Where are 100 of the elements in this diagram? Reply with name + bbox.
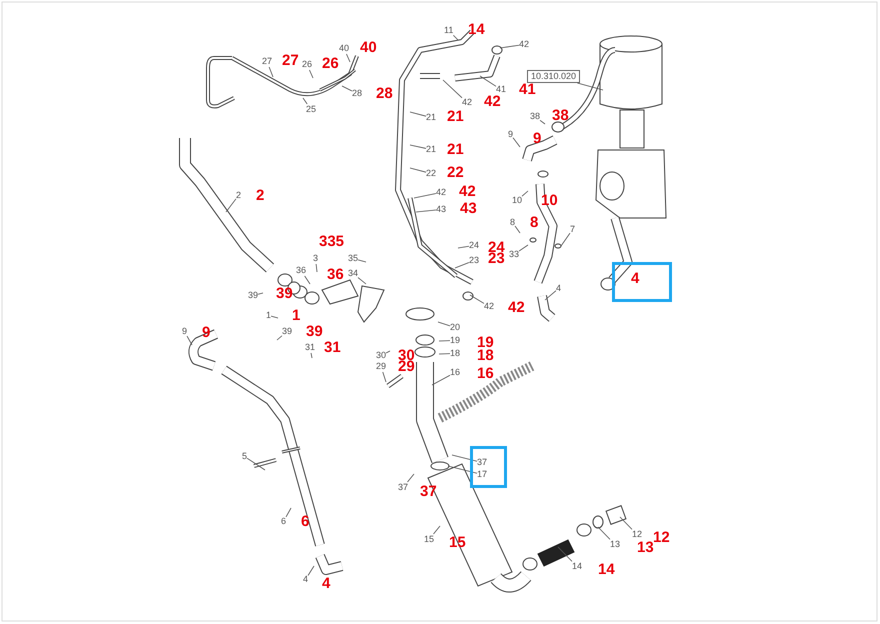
highlight-frame bbox=[612, 262, 672, 302]
callout-number: 16 bbox=[450, 367, 460, 378]
callout-number: 39 bbox=[306, 324, 323, 340]
callout-number: 8 bbox=[510, 217, 516, 228]
callout-number: 6 bbox=[281, 516, 286, 527]
leader-line bbox=[558, 546, 572, 562]
leader-line bbox=[186, 336, 192, 346]
leader-line bbox=[512, 137, 520, 148]
leader-line bbox=[386, 350, 390, 354]
leader-line bbox=[560, 232, 570, 246]
callout-number: 4 bbox=[631, 273, 640, 284]
callout-number: 38 bbox=[552, 108, 569, 124]
leader-line bbox=[302, 98, 308, 104]
callout-number: 3 bbox=[313, 253, 318, 264]
callout-number: 26 bbox=[322, 56, 339, 72]
callout-number: 43 bbox=[460, 201, 477, 217]
callout-number: 21 bbox=[426, 112, 436, 123]
callout-number: 18 bbox=[450, 348, 460, 359]
callout-number: 28 bbox=[376, 86, 393, 102]
leader-line bbox=[286, 508, 292, 518]
callout-number: 19 bbox=[450, 335, 460, 346]
callout-number: 5 bbox=[242, 451, 248, 462]
callout-number: 37 bbox=[398, 482, 408, 493]
leader-line bbox=[258, 292, 264, 295]
leader-line bbox=[358, 259, 366, 262]
callout-number: 9 bbox=[182, 326, 188, 337]
leader-line bbox=[620, 516, 632, 530]
callout-number: 42 bbox=[436, 187, 446, 198]
callout-number: 9 bbox=[508, 129, 514, 140]
leader-line bbox=[438, 340, 450, 342]
callout-number: 39 bbox=[282, 326, 292, 337]
callout-number: 27 bbox=[282, 53, 299, 69]
callout-number: 36 bbox=[327, 267, 344, 283]
callout-number: 29 bbox=[376, 361, 386, 372]
callout-number: 41 bbox=[519, 82, 536, 98]
callout-number: 42 bbox=[462, 97, 472, 108]
callout-number: 38 bbox=[530, 111, 540, 122]
leader-line bbox=[442, 80, 462, 98]
callout-number: 33 bbox=[509, 249, 520, 260]
callout-number: 17 bbox=[477, 469, 488, 480]
callout-number: 13 bbox=[610, 539, 620, 550]
callout-number: 39 bbox=[248, 290, 258, 301]
leader-line bbox=[598, 526, 610, 540]
leader-line bbox=[407, 474, 414, 482]
highlight-frame bbox=[470, 446, 507, 488]
callout-number: 26 bbox=[302, 59, 312, 70]
callout-number: 41 bbox=[496, 84, 506, 95]
callout-number: 27 bbox=[262, 56, 272, 67]
leader-line bbox=[308, 566, 314, 576]
callout-number: 1 bbox=[292, 308, 300, 324]
callout-number: 36 bbox=[296, 265, 306, 276]
callout-number: 335 bbox=[319, 234, 344, 250]
callout-number: 22 bbox=[447, 165, 464, 181]
leader-line bbox=[438, 353, 450, 354]
callout-number: 4 bbox=[322, 576, 330, 592]
callout-number: 40 bbox=[339, 43, 350, 54]
callout-number: 8 bbox=[530, 215, 538, 231]
callout-number: 10 bbox=[512, 195, 522, 206]
leader-line bbox=[500, 44, 520, 48]
leader-line bbox=[414, 193, 436, 198]
leader-line bbox=[480, 76, 496, 87]
callout-number: 42 bbox=[484, 94, 501, 110]
callout-number: 35 bbox=[348, 253, 358, 264]
callout-number: 7 bbox=[570, 224, 576, 235]
leader-line bbox=[540, 120, 546, 124]
leader-line bbox=[518, 244, 528, 252]
leader-line bbox=[522, 190, 528, 197]
leader-line bbox=[226, 198, 236, 212]
callout-number: 25 bbox=[306, 104, 316, 115]
callout-number: 40 bbox=[360, 40, 377, 56]
callout-number: 28 bbox=[352, 88, 362, 99]
leader-line bbox=[470, 294, 484, 304]
callout-number: 37 bbox=[477, 457, 488, 468]
callout-number: 34 bbox=[348, 268, 358, 279]
leader-line bbox=[309, 70, 314, 78]
callout-number: 23 bbox=[469, 255, 480, 266]
callout-number: 30 bbox=[376, 350, 386, 361]
callout-number: 13 bbox=[637, 540, 654, 556]
callout-number: 31 bbox=[324, 340, 341, 356]
callout-number: 43 bbox=[436, 204, 446, 215]
callout-number: 4 bbox=[556, 283, 562, 294]
leader-line bbox=[268, 66, 274, 78]
callout-number: 19 bbox=[477, 335, 494, 351]
leader-line bbox=[544, 290, 556, 300]
callout-number: 42 bbox=[459, 184, 476, 200]
callout-number: 2 bbox=[236, 190, 242, 201]
callout-number: 6 bbox=[301, 514, 310, 530]
leader-line bbox=[458, 246, 470, 248]
callout-number: 14 bbox=[468, 22, 485, 38]
leader-line bbox=[310, 352, 312, 358]
callout-number: 21 bbox=[426, 144, 436, 155]
callout-number: 42 bbox=[519, 39, 530, 50]
callout-number: 42 bbox=[484, 301, 494, 312]
leader-line bbox=[410, 144, 426, 149]
leader-line bbox=[382, 372, 386, 382]
callout-number: 16 bbox=[477, 366, 494, 382]
callout-number: 39 bbox=[276, 286, 293, 302]
leader-line bbox=[432, 374, 450, 386]
callout-number: 15 bbox=[424, 534, 434, 545]
callout-number: 2 bbox=[256, 188, 264, 204]
